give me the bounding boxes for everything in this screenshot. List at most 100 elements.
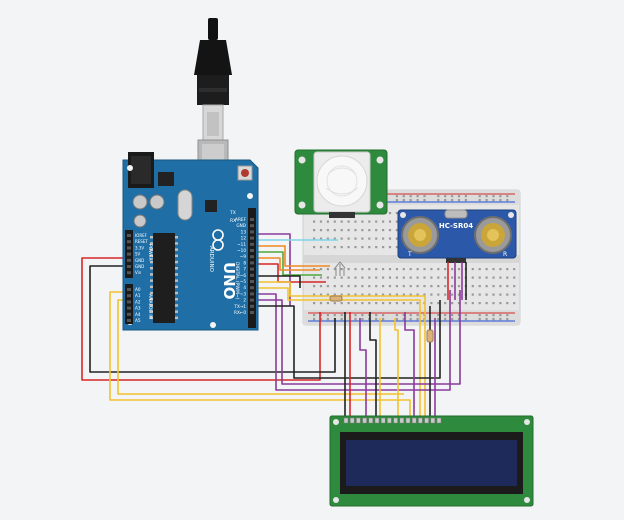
breadboard-hole[interactable] (430, 268, 433, 271)
rail-hole[interactable] (437, 318, 440, 321)
breadboard-hole[interactable] (347, 229, 350, 232)
breadboard-hole[interactable] (319, 302, 323, 305)
rail-hole[interactable] (395, 318, 398, 321)
power-pin-hole[interactable] (127, 246, 131, 250)
rail-hole[interactable] (409, 318, 412, 321)
digital-pin-hole[interactable] (250, 236, 254, 240)
power-pin-hole[interactable] (127, 258, 131, 262)
breadboard-hole[interactable] (395, 246, 398, 249)
rail-hole[interactable] (506, 195, 509, 198)
rail-hole[interactable] (444, 195, 447, 198)
breadboard-hole[interactable] (485, 302, 488, 305)
rail-hole[interactable] (485, 314, 488, 317)
breadboard-hole[interactable] (375, 276, 378, 279)
breadboard-hole[interactable] (382, 237, 385, 240)
breadboard-hole[interactable] (347, 302, 350, 305)
breadboard-hole[interactable] (326, 293, 329, 296)
rail-hole[interactable] (485, 195, 488, 198)
rail-hole[interactable] (464, 318, 467, 321)
digital-pin-hole[interactable] (250, 304, 254, 308)
rail-hole[interactable] (464, 199, 467, 202)
breadboard-hole[interactable] (388, 237, 392, 240)
breadboard-hole[interactable] (326, 268, 329, 271)
breadboard-hole[interactable] (382, 302, 385, 305)
rail-hole[interactable] (499, 195, 502, 198)
rail-hole[interactable] (478, 318, 481, 321)
breadboard-hole[interactable] (354, 302, 357, 305)
breadboard-hole[interactable] (319, 220, 323, 223)
rail-hole[interactable] (354, 314, 357, 317)
breadboard-hole[interactable] (313, 268, 316, 271)
lcd-pin[interactable] (393, 417, 398, 424)
breadboard-hole[interactable] (313, 293, 316, 296)
breadboard-hole[interactable] (444, 285, 447, 288)
analog-pin-hole[interactable] (127, 294, 131, 298)
breadboard-hole[interactable] (333, 246, 336, 249)
breadboard-hole[interactable] (354, 220, 357, 223)
breadboard-hole[interactable] (326, 285, 329, 288)
breadboard-hole[interactable] (313, 220, 316, 223)
breadboard-hole[interactable] (326, 246, 329, 249)
lcd-pin[interactable] (387, 417, 392, 424)
rail-hole[interactable] (402, 199, 405, 202)
lcd-pin[interactable] (374, 417, 380, 424)
breadboard-hole[interactable] (333, 268, 336, 271)
rail-hole[interactable] (416, 199, 419, 202)
lcd-pin[interactable] (411, 417, 417, 424)
breadboard-hole[interactable] (402, 276, 405, 279)
breadboard-hole[interactable] (457, 285, 461, 288)
rail-hole[interactable] (499, 318, 502, 321)
breadboard-hole[interactable] (492, 285, 495, 288)
breadboard-hole[interactable] (409, 293, 412, 296)
breadboard-hole[interactable] (499, 293, 502, 296)
rail-hole[interactable] (492, 318, 495, 321)
breadboard-hole[interactable] (368, 268, 371, 271)
analog-pin-hole[interactable] (127, 288, 131, 291)
breadboard-hole[interactable] (375, 285, 378, 288)
breadboard-hole[interactable] (388, 285, 392, 288)
rail-hole[interactable] (402, 195, 405, 198)
breadboard-hole[interactable] (354, 237, 357, 240)
rail-hole[interactable] (464, 195, 467, 198)
rail-hole[interactable] (409, 314, 412, 317)
breadboard-hole[interactable] (444, 302, 447, 305)
rail-hole[interactable] (423, 195, 426, 198)
breadboard-hole[interactable] (506, 293, 509, 296)
lcd-pin[interactable] (399, 417, 405, 424)
breadboard-hole[interactable] (368, 293, 371, 296)
breadboard-hole[interactable] (471, 285, 474, 288)
rail-hole[interactable] (409, 195, 412, 198)
analog-pin-hole[interactable] (127, 312, 131, 316)
rail-hole[interactable] (457, 314, 461, 317)
breadboard-hole[interactable] (444, 293, 447, 296)
lcd-pin[interactable] (356, 417, 361, 424)
breadboard-hole[interactable] (347, 246, 350, 249)
rail-hole[interactable] (395, 195, 398, 198)
breadboard-hole[interactable] (416, 268, 419, 271)
analog-pin-hole[interactable] (127, 300, 131, 304)
breadboard-hole[interactable] (409, 268, 412, 271)
digital-pin-hole[interactable] (250, 249, 254, 252)
rail-hole[interactable] (416, 314, 419, 317)
breadboard-hole[interactable] (313, 237, 316, 240)
breadboard-hole[interactable] (326, 237, 329, 240)
breadboard-hole[interactable] (423, 276, 426, 279)
breadboard-hole[interactable] (485, 276, 488, 279)
breadboard-hole[interactable] (395, 212, 398, 215)
breadboard-hole[interactable] (437, 293, 440, 296)
breadboard-hole[interactable] (506, 285, 509, 288)
breadboard-hole[interactable] (423, 293, 426, 296)
analog-pin-hole[interactable] (127, 319, 131, 322)
rail-hole[interactable] (492, 199, 495, 202)
breadboard-hole[interactable] (402, 293, 405, 296)
breadboard-hole[interactable] (416, 293, 419, 296)
breadboard-hole[interactable] (395, 302, 398, 305)
rail-hole[interactable] (485, 318, 488, 321)
breadboard-hole[interactable] (437, 285, 440, 288)
breadboard-hole[interactable] (375, 293, 378, 296)
breadboard-hole[interactable] (395, 268, 398, 271)
breadboard-hole[interactable] (388, 212, 392, 215)
breadboard-hole[interactable] (368, 220, 371, 223)
rail-hole[interactable] (437, 314, 440, 317)
breadboard-hole[interactable] (388, 246, 392, 249)
